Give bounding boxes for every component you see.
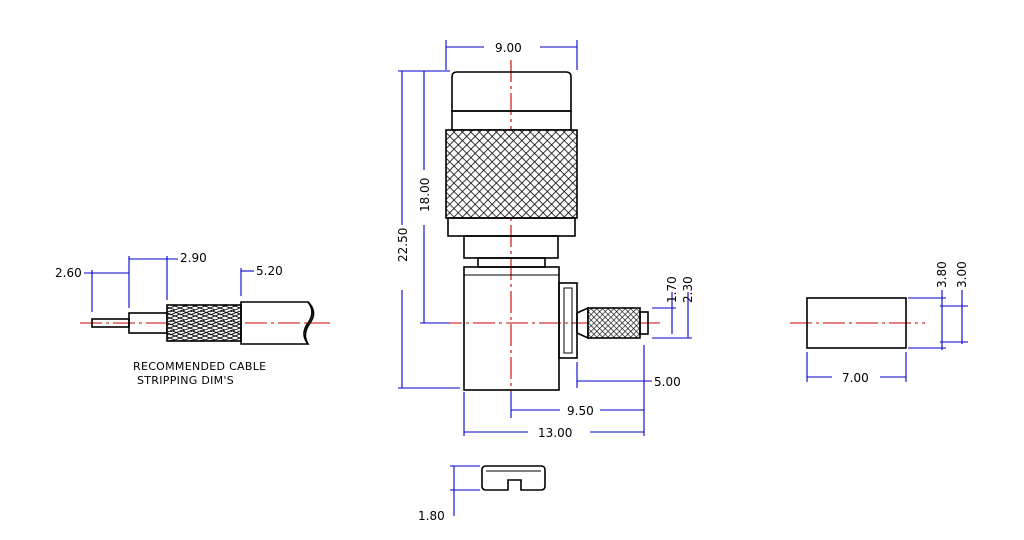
dim-label-2-30: 2.30 <box>681 276 695 303</box>
jacket-break <box>304 301 315 345</box>
ferrule-view: 3.80 3.00 7.00 <box>790 261 969 385</box>
side-boss <box>558 282 578 359</box>
caption-line-2: STRIPPING DIM'S <box>137 374 234 387</box>
insert-part <box>481 465 546 491</box>
sleeve-end <box>639 311 649 335</box>
dim-label-13-00: 13.00 <box>538 426 572 440</box>
dim-label-18-00: 18.00 <box>418 178 432 212</box>
dim-label-5-20: 5.20 <box>256 264 283 278</box>
knurled-nut <box>445 129 578 219</box>
dim-label-2-90: 2.90 <box>180 251 207 265</box>
dim-label-5-00: 5.00 <box>654 375 681 389</box>
dim-label-7-00: 7.00 <box>842 371 869 385</box>
dim-label-9-00: 9.00 <box>495 41 522 55</box>
cable-stripping-view: 2.60 2.90 5.20 RECOMMENDED CABLE STRIPPI… <box>55 251 330 387</box>
crimp-sleeve <box>587 307 641 339</box>
dim-label-3-00: 3.00 <box>955 261 969 288</box>
braid-shield <box>166 304 242 342</box>
dim-label-3-80: 3.80 <box>935 261 949 288</box>
ferrule-body <box>806 297 907 349</box>
caption-line-1: RECOMMENDED CABLE <box>133 360 266 373</box>
body-top-lip <box>463 266 560 276</box>
dim-label-9-50: 9.50 <box>567 404 594 418</box>
connector-main-view: 9.00 22.50 18.00 1.70 2.30 5.00 9.50 13.… <box>396 40 695 440</box>
dim-label-2-60: 2.60 <box>55 266 82 280</box>
top-cap <box>451 71 572 112</box>
dim-label-22-50: 22.50 <box>396 228 410 262</box>
insert-detail-view: 1.80 <box>418 465 546 523</box>
boss-inner <box>563 287 573 354</box>
dim-label-1-80: 1.80 <box>418 509 445 523</box>
dim-label-1-70: 1.70 <box>665 276 679 303</box>
